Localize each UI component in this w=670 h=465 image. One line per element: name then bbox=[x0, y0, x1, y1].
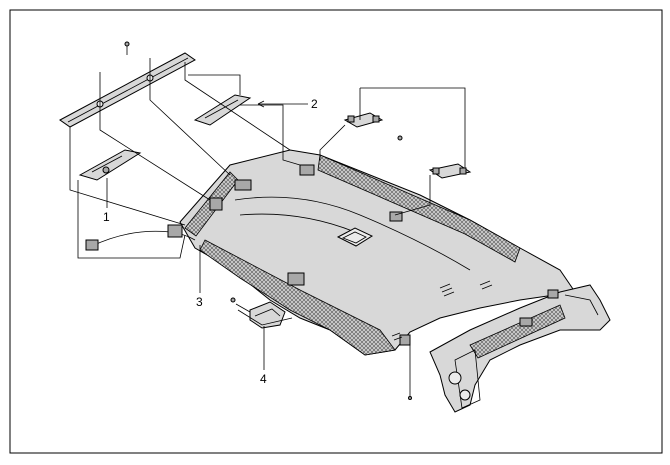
wire-harness bbox=[85, 224, 196, 251]
leader-lines bbox=[69, 58, 466, 400]
sun-visor-right bbox=[193, 94, 252, 126]
callout-1: 1 bbox=[103, 210, 110, 224]
callout-3: 3 bbox=[196, 295, 203, 309]
sun-visor-left bbox=[78, 149, 142, 181]
assist-handle-upper bbox=[343, 112, 384, 128]
front-header-trim bbox=[59, 41, 196, 128]
panel-vents bbox=[391, 280, 493, 341]
handle-screw bbox=[397, 135, 403, 141]
rear-frame-assembly bbox=[429, 284, 611, 413]
headliner-panel bbox=[179, 149, 576, 356]
callout-4: 4 bbox=[260, 372, 267, 386]
callout-2: 2 bbox=[311, 97, 318, 111]
assist-handle-lower bbox=[428, 163, 472, 179]
drawing-frame bbox=[9, 9, 663, 454]
dome-lamp-opening bbox=[336, 227, 374, 247]
